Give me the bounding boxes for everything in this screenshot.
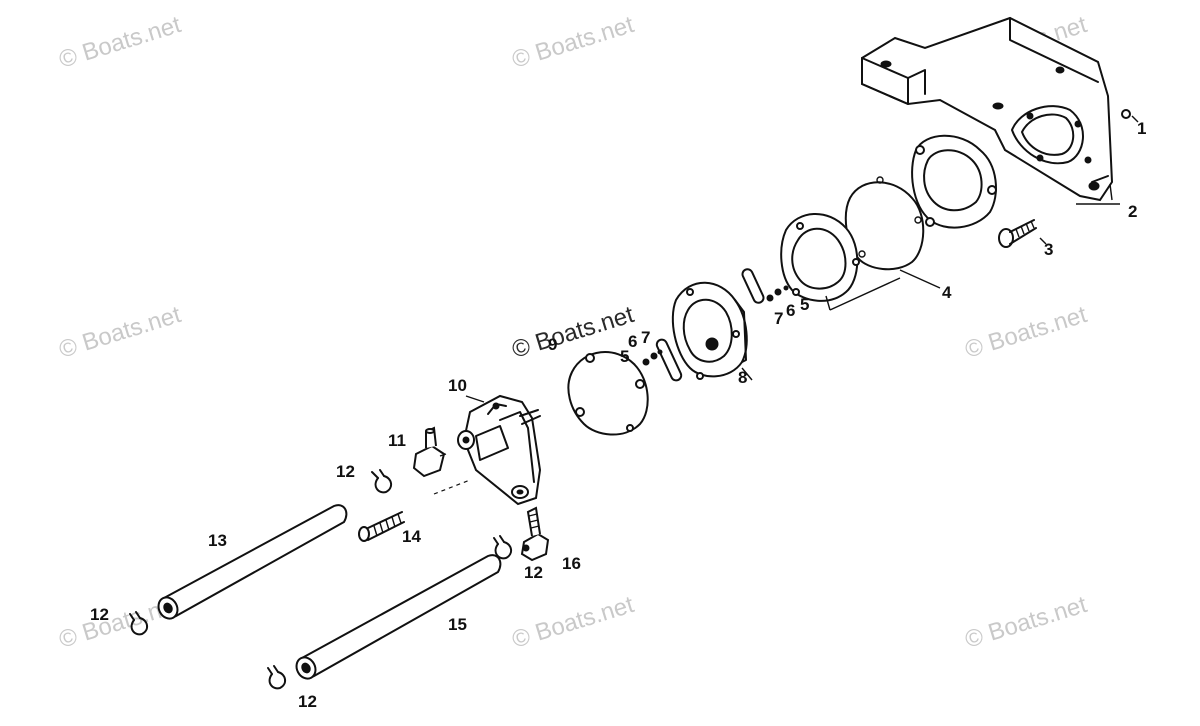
- callout-2: 2: [1128, 202, 1137, 221]
- screw-part-14: [358, 511, 405, 542]
- callout-7b: 7: [774, 309, 783, 328]
- callout-14: 14: [402, 527, 421, 546]
- callout-13: 13: [208, 531, 227, 550]
- hose-clip-12-mid: [493, 535, 512, 560]
- callout-6b: 6: [786, 301, 795, 320]
- callout-6a: 6: [628, 332, 637, 351]
- callout-12-bottom: 12: [298, 692, 317, 711]
- watermark-1: © Boats.net: [56, 11, 184, 74]
- callout-5a: 5: [620, 347, 629, 366]
- callout-11: 11: [388, 431, 406, 450]
- fuel-hose-part-15: [295, 554, 502, 680]
- screw-part-3: [998, 219, 1047, 248]
- pump-housing-part-8: [671, 281, 753, 381]
- callout-1: 1: [1137, 119, 1146, 138]
- fitting-part-11: [412, 426, 447, 478]
- watermark-2: © Boats.net: [509, 11, 637, 74]
- diaphragm-part-9: [567, 351, 649, 436]
- callout-12-top: 12: [336, 462, 355, 481]
- watermark-8: © Boats.net: [509, 591, 637, 654]
- callout-12-mid: 12: [524, 563, 543, 582]
- hose-clip-12-left: [129, 611, 148, 636]
- callout-5b: 5: [800, 295, 809, 314]
- callout-7a: 7: [641, 328, 650, 347]
- check-valve-parts-left: [642, 338, 683, 382]
- callout-3: 3: [1044, 240, 1053, 259]
- pump-body-part-10: [433, 394, 542, 506]
- gasket-set-part-4: [780, 134, 997, 311]
- fuel-hose-part-13: [157, 504, 348, 620]
- watermark-4: © Boats.net: [56, 301, 184, 364]
- callout-16: 16: [562, 554, 581, 573]
- callout-12-left: 12: [90, 605, 109, 624]
- callout-9: 9: [548, 335, 557, 354]
- watermark-9: © Boats.net: [962, 591, 1090, 654]
- callout-10: 10: [448, 376, 467, 395]
- hose-clip-12-top: [371, 469, 392, 494]
- check-valve-parts-right: [741, 268, 789, 304]
- fastener-part-1: [1121, 109, 1139, 123]
- watermark-6: © Boats.net: [962, 301, 1090, 364]
- bracket-part-2: [861, 16, 1114, 202]
- callout-labels: 1 2 3 4 7 6 5 8 9 6 7 5 10 11 12 13 14 1…: [90, 119, 1146, 711]
- callout-4: 4: [942, 283, 952, 302]
- callout-8: 8: [738, 368, 747, 387]
- elbow-fitting-part-16: [520, 506, 550, 562]
- hose-clip-12-bottom: [267, 665, 286, 690]
- callout-15: 15: [448, 615, 467, 634]
- leader-lines: [1076, 183, 1120, 205]
